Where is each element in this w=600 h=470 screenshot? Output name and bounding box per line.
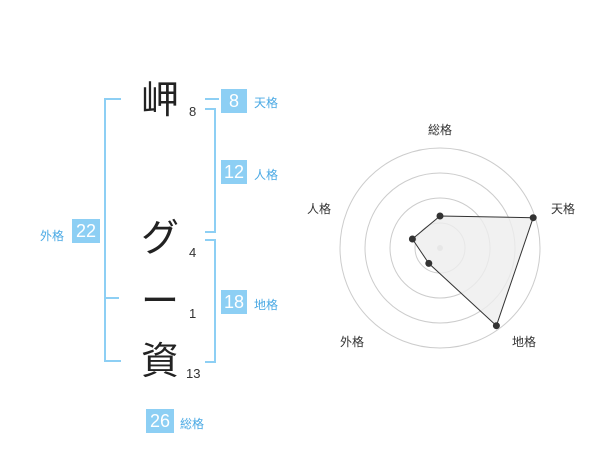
radar-axis-gaikaku: 外格 <box>340 334 364 349</box>
name-char-1: 岬 <box>140 78 179 122</box>
radar-point-chikaku <box>492 322 500 330</box>
radar-axis-chikaku: 地格 <box>512 334 536 349</box>
name-char-4: 資 <box>140 339 179 383</box>
radar-ring-4 <box>339 147 541 349</box>
tenkaku-label: 天格 <box>254 96 279 110</box>
gaikaku-bracket <box>104 98 121 362</box>
chikaku-value: 18 <box>221 290 247 314</box>
radar-point-tenkaku <box>529 214 537 222</box>
radar-axis-tenkaku: 天格 <box>551 201 575 216</box>
stroke-count-4: 13 <box>186 366 201 381</box>
radar-axis-soukaku: 総格 <box>428 122 452 137</box>
name-char-2: グ <box>140 216 179 260</box>
soukaku-label: 総格 <box>180 417 205 431</box>
radar-point-jinkaku <box>408 235 416 243</box>
stroke-count-2: 4 <box>189 245 197 260</box>
chikaku-bracket <box>205 239 216 363</box>
name-char-3: ー <box>140 279 179 323</box>
soukaku-value: 26 <box>146 409 174 433</box>
gaikaku-value: 22 <box>72 219 100 243</box>
radar-area <box>411 215 534 327</box>
jinkaku-bracket <box>205 108 216 233</box>
jinkaku-value: 12 <box>221 160 247 184</box>
chikaku-label: 地格 <box>254 298 279 312</box>
tenkaku-bracket <box>205 98 219 100</box>
tenkaku-value: 8 <box>221 89 247 113</box>
stroke-count-3: 1 <box>189 306 197 321</box>
radar-point-soukaku <box>436 212 444 220</box>
gaikaku-label: 外格 <box>40 229 65 243</box>
jinkaku-label: 人格 <box>254 168 279 182</box>
stroke-count-1: 8 <box>189 104 197 119</box>
radar-point-gaikaku <box>425 259 433 267</box>
gaikaku-bracket-tick <box>104 297 119 299</box>
radar-axis-jinkaku: 人格 <box>307 201 331 216</box>
